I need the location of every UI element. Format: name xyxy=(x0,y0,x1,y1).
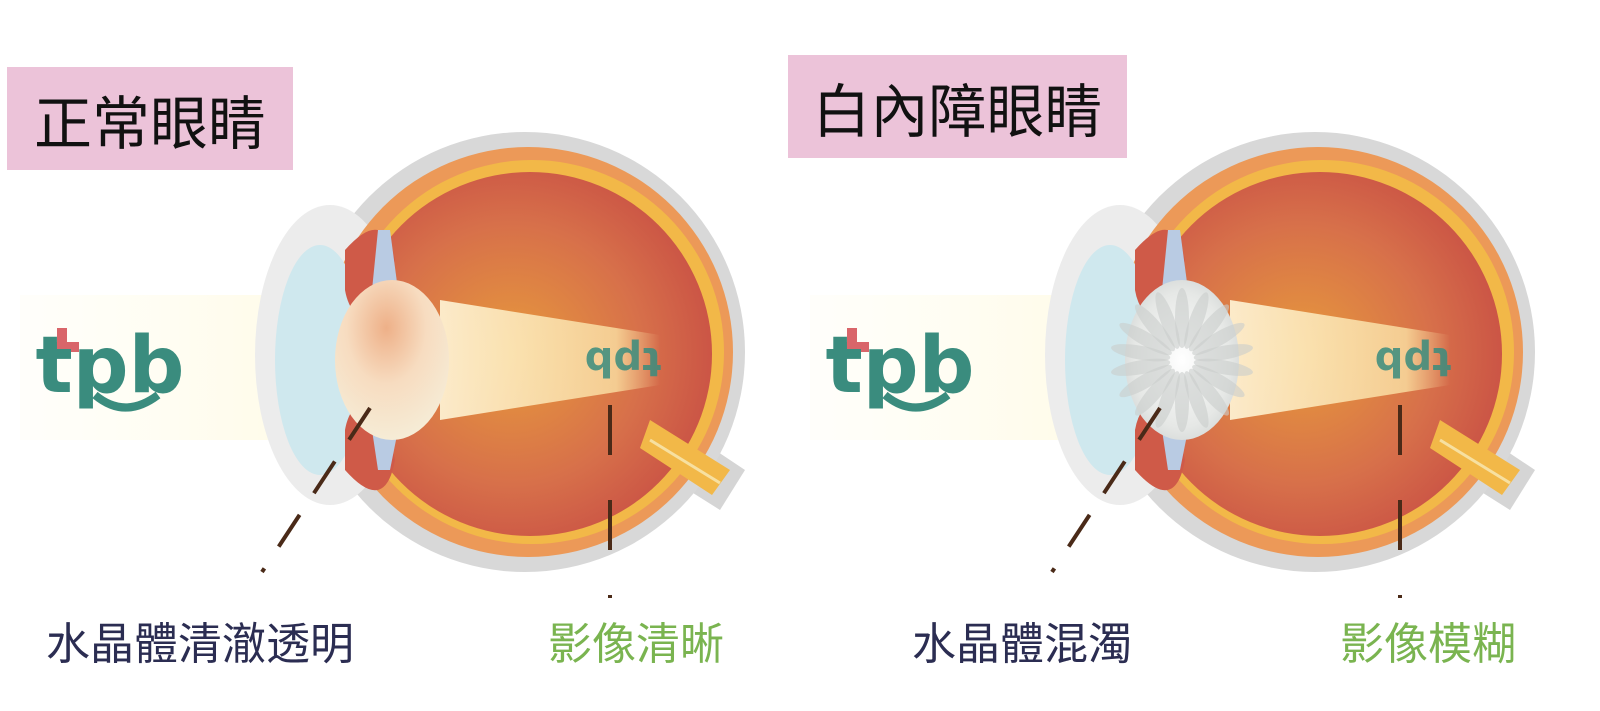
cataract-cornea xyxy=(1065,245,1155,475)
cataract-opacity-streak xyxy=(1111,358,1171,376)
normal-zonule-upper xyxy=(372,230,398,290)
cataract-opacity-streak xyxy=(1119,364,1172,398)
normal-lens-leader-line xyxy=(260,406,372,574)
cataract-image-label: 影像模糊 xyxy=(1340,619,1516,670)
cataract-opacity-streak xyxy=(1134,368,1176,416)
cataract-opacity-streak xyxy=(1193,358,1253,376)
normal-logo-plus-v xyxy=(57,328,67,356)
normal-cornea xyxy=(275,245,365,475)
cataract-opacity-streak xyxy=(1188,304,1230,352)
normal-optic-nerve-line xyxy=(649,438,721,485)
cataract-lens-label: 水晶體混濁 xyxy=(912,619,1132,670)
cataract-logo-plus-v xyxy=(847,328,857,356)
normal-inverted-image: tpb xyxy=(585,338,661,384)
normal-eye-title: 正常眼睛 xyxy=(7,67,293,170)
normal-lens-label: 水晶體清澈透明 xyxy=(46,619,354,670)
normal-inverted-logo-text: tpb xyxy=(585,338,661,384)
normal-eye: tpb tpb xyxy=(20,132,745,598)
cataract-opacity-streak xyxy=(1111,344,1171,362)
normal-image-label: 影像清晰 xyxy=(548,619,724,670)
cataract-opacity-streak xyxy=(1119,322,1172,356)
cataract-zonule-lower xyxy=(1162,430,1188,470)
cataract-logo-text: tpb xyxy=(826,321,975,411)
cataract-inverted-logo-text: tpb xyxy=(1375,338,1451,384)
cataract-inverted-image: tpb xyxy=(1375,338,1451,384)
normal-light-beam xyxy=(440,300,660,420)
normal-logo-smile xyxy=(92,391,161,412)
cataract-opacity-streak xyxy=(1193,344,1253,362)
cataract-eye-title: 白內障眼睛 xyxy=(788,55,1127,158)
cataract-opacity-streak xyxy=(1192,364,1245,398)
cataract-eye: tpb tpb xyxy=(810,132,1535,598)
normal-logo-text: tpb xyxy=(36,321,185,411)
normal-zonule-lower xyxy=(372,430,398,470)
cataract-optic-nerve-line xyxy=(1439,438,1511,485)
cataract-opacity-streak xyxy=(1134,304,1176,352)
cataract-opacity-streak xyxy=(1188,368,1230,416)
cataract-opacity-streak xyxy=(1184,292,1209,349)
cataract-lens-leader-line xyxy=(1050,406,1162,574)
cataract-logo-smile xyxy=(882,391,951,412)
cataract-opacity-streak xyxy=(1192,322,1245,356)
cataract-light-beam xyxy=(1230,300,1450,420)
cataract-logo: tpb xyxy=(826,321,975,412)
cataract-opacity-streak xyxy=(1184,371,1209,428)
cataract-zonule-upper xyxy=(1162,230,1188,290)
cataract-opacity-streak xyxy=(1155,371,1180,428)
cataract-opacity-streak xyxy=(1155,292,1180,349)
normal-logo: tpb xyxy=(36,321,185,412)
normal-lens xyxy=(335,280,449,440)
